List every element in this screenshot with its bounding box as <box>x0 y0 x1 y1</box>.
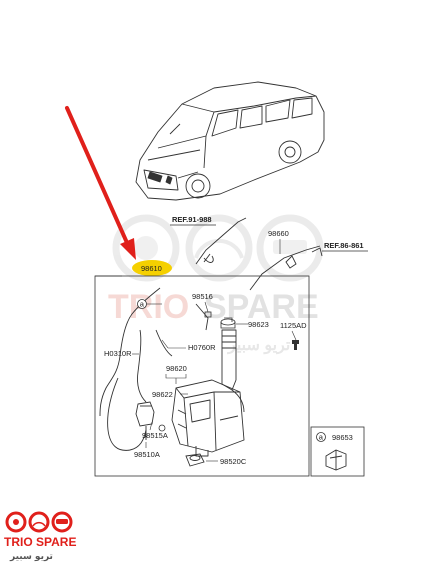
leader-98516 <box>204 301 209 313</box>
part-label-98515A: 98515A <box>142 431 168 440</box>
part-label-98653: 98653 <box>332 433 353 442</box>
callout-a: a <box>137 299 162 309</box>
watermark: TRIO SPARE تريو سبير <box>108 214 324 355</box>
detail-box-98653: a 98653 <box>310 426 365 477</box>
part-label-1125AD: 1125AD <box>280 321 307 330</box>
watermark-brand-first: TRIO <box>108 288 189 326</box>
level-sensor-98520C <box>185 453 205 467</box>
logo-arabic-text: تريو سبير <box>9 552 53 562</box>
ref-left-label: REF.91-988 <box>172 215 212 224</box>
part-label-98520C: 98520C <box>220 457 247 466</box>
grommet-98515A <box>158 424 166 432</box>
part-label-98516: 98516 <box>192 292 213 301</box>
watermark-arabic: تريو سبير <box>227 337 291 355</box>
leader-1125AD <box>291 330 297 341</box>
red-arrow-indicator <box>65 106 136 260</box>
logo-brand-text: TRIO SPARE <box>4 535 76 549</box>
brand-logo: TRIO SPARE تريو سبير <box>4 511 76 562</box>
part-label-98610: 98610 <box>141 264 162 273</box>
leader-98515A <box>149 421 153 431</box>
part-label-98622: 98622 <box>152 390 173 399</box>
inner-hoses <box>107 303 209 451</box>
ref-right-label: REF.86-861 <box>324 241 364 250</box>
leader-H0760R-b <box>161 339 169 349</box>
svg-text:a: a <box>140 300 145 309</box>
bracket-98620 <box>165 374 187 379</box>
assembly-box <box>94 275 310 477</box>
part-label-98510A: 98510A <box>134 450 160 459</box>
part-label-H0760R: H0760R <box>188 343 216 352</box>
cap-98623 <box>220 317 236 329</box>
logo-icons <box>5 511 73 533</box>
highlighted-part-98610: 98610 <box>132 260 172 276</box>
washer-reservoir <box>171 329 245 457</box>
vehicle-illustration <box>135 81 325 201</box>
watermark-icons <box>112 214 324 282</box>
part-label-98620: 98620 <box>166 364 187 373</box>
detail-callout-a: a <box>319 433 324 442</box>
part-label-H0310R: H0310R <box>104 349 132 358</box>
part-label-98623: 98623 <box>248 320 269 329</box>
part-label-98660: 98660 <box>268 229 289 238</box>
washer-pump-98510A <box>135 401 155 440</box>
clip-98653 <box>325 449 347 471</box>
clip-98516 <box>204 311 212 318</box>
bolt-1125AD <box>292 340 299 350</box>
